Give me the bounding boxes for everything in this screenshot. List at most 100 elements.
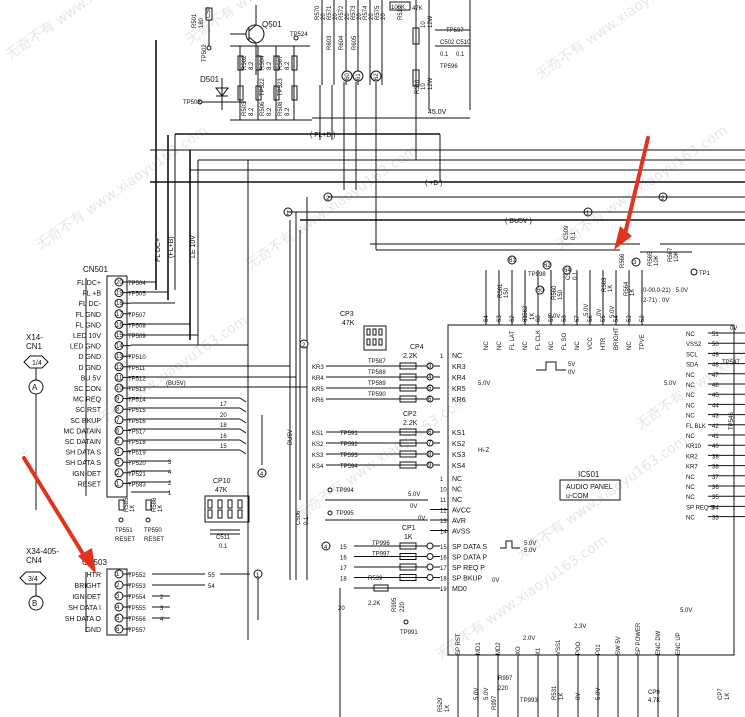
ic-left-pin-num: 14 — [440, 530, 447, 536]
tp551-label: TP551 — [115, 528, 133, 534]
voltage: 0V — [492, 578, 499, 584]
ic-top-pin-num: 62 — [510, 315, 516, 322]
kr-label: KR4 — [312, 376, 324, 382]
ks-label: KS2 — [312, 442, 324, 448]
ic-bottom-pin-name: SW 5V — [616, 636, 622, 655]
voltage: 0V — [418, 516, 425, 522]
cp3-val: 47K — [342, 320, 355, 327]
red-arrow-1-head — [614, 226, 632, 250]
kr-pin-num: 6 — [428, 397, 432, 403]
plus-b-bus-label: ( +B ) — [425, 180, 442, 187]
kr-tp: TP587 — [368, 359, 386, 365]
r507-ref: R507 — [278, 55, 284, 70]
serial-pin-name: SP BKUP — [452, 576, 483, 583]
ic-right-pin-name: SDA — [686, 363, 698, 369]
q501-collector — [248, 24, 257, 32]
cp3-res — [372, 338, 377, 346]
cp1-ref: CP1 — [402, 525, 416, 532]
node-circle-label: 3 — [633, 260, 637, 266]
cp3-res — [378, 338, 383, 346]
net-circle-label: 4 — [260, 472, 264, 478]
r57x-val: 20 — [381, 13, 387, 20]
cp7-ref: CP7 — [718, 688, 724, 700]
tp503-label: TP503 — [183, 100, 201, 106]
cn501-pin-name: FL GND — [76, 322, 101, 329]
r501-val: 180 — [199, 17, 205, 28]
ic-right-pin-num: 38 — [712, 465, 719, 471]
ic-left-pin-num: 12 — [440, 509, 447, 515]
ic-right-pin-num: 43 — [712, 414, 719, 420]
node-circle — [562, 265, 572, 275]
cp10-resistor — [237, 509, 243, 519]
serial-pin-num: 15 — [440, 545, 447, 551]
cn501-pin-name: D GND — [78, 354, 101, 361]
q501-ref: Q501 — [262, 20, 282, 29]
r57x-ref: R571 — [327, 5, 333, 20]
cp4-val: 2.2K — [403, 353, 418, 360]
r531-ref: R531 — [552, 685, 558, 700]
r512-ref: R512 — [398, 5, 404, 20]
c510-ref: C510 — [456, 40, 471, 46]
cn503-ref: CN503 — [82, 558, 107, 567]
cn501-pin-num: 8 — [116, 407, 120, 413]
ks-name: KS1 — [452, 430, 465, 437]
ic-bottom-pin-name: SP RST — [456, 633, 462, 655]
kr-pin — [426, 373, 434, 381]
r57x-val: 20 — [369, 13, 375, 20]
cn501-pin-name: IGN-DET — [72, 471, 102, 478]
ks-pin-num: 6 — [428, 430, 432, 436]
ic-top-pin-num: 59 — [549, 315, 555, 322]
r57x-val: 20 — [321, 13, 327, 20]
kr-name: KR4 — [452, 375, 466, 382]
serial-resistor — [399, 574, 417, 581]
serial-node: 17 — [340, 566, 347, 572]
r562-val: 1K — [530, 313, 536, 320]
node-num: 2 — [160, 595, 164, 601]
voltage: 5.0V — [664, 381, 676, 387]
bu5v-vert-label: BU5V — [288, 429, 294, 445]
kr-tp: TP588 — [368, 370, 386, 376]
ic-right-pin-num: 51 — [712, 332, 719, 338]
tp524 — [293, 35, 299, 41]
serial-node: 18 — [340, 577, 347, 583]
cp10-resistor — [217, 509, 223, 519]
serial-node: 16 — [340, 556, 347, 562]
r510-val: 10 — [421, 83, 427, 90]
cn501-pin-name: FL DC- — [79, 301, 102, 308]
cn501-pin-num: 9 — [116, 397, 120, 403]
cn501-pin-tp: TP519 — [128, 451, 146, 457]
ks-pin-num: 7 — [428, 441, 432, 447]
kr-pin — [426, 384, 434, 392]
ic-right-pin-name: SP REQ S — [686, 505, 714, 511]
cn503-pin-name: BRIGHT — [75, 583, 102, 590]
r567-val: 10K — [674, 251, 680, 262]
watermark-text: 无奇不有 www.xiaoyu163.com — [3, 0, 181, 63]
cn501-pin-num: 19 — [116, 291, 123, 297]
r57x-ref: R573 — [351, 5, 357, 20]
tp523-label: TP523 — [278, 78, 284, 96]
cn501-pin-num: 5 — [116, 439, 120, 445]
ic-bottom-pin-name: VSS1 — [556, 639, 562, 655]
voltage: 5.0V — [584, 304, 590, 316]
ks-pin — [426, 461, 434, 469]
ic-right-pin-num: 46 — [712, 383, 719, 389]
bus-node-num: 2 — [168, 481, 172, 487]
cn501-pin-tp: TP583 — [128, 482, 146, 488]
ic-right-pin-name: VSS2 — [686, 342, 702, 348]
cp7-val: 1K — [725, 693, 731, 700]
ic-top-pin-num: 54 — [614, 315, 620, 322]
node-num: 20 — [338, 606, 345, 612]
cp1-val: 1K — [404, 534, 413, 541]
r565-ref: R565 — [648, 251, 654, 266]
r566-ref: R566 — [620, 253, 626, 268]
bus-node-num: 4 — [168, 470, 172, 476]
r504-ref: R504 — [260, 55, 266, 70]
node-circle — [341, 70, 353, 82]
ks-label: KS4 — [312, 464, 324, 470]
voltage: 0V — [730, 326, 737, 332]
ic-top-pin-name: BRIGHT — [614, 327, 620, 350]
ic-top-pin-name: NC — [549, 341, 555, 350]
cp3-ref: CP3 — [340, 311, 354, 318]
kr-resistor — [399, 373, 417, 381]
voltage: 5.0V — [596, 688, 602, 700]
